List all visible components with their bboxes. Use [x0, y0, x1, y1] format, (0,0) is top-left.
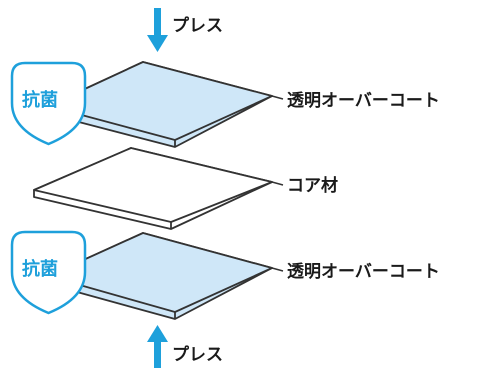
press-label-top: プレス	[172, 16, 223, 36]
antibacterial-shield-icon-top	[10, 61, 87, 146]
overcoat-label-top: 透明オーバーコート	[287, 91, 440, 111]
press-label-bottom: プレス	[172, 345, 223, 365]
press-arrow-bottom-icon	[147, 325, 168, 368]
antibacterial-badge-text-bottom: 抗菌	[22, 259, 58, 280]
overcoat-label-bottom: 透明オーバーコート	[287, 262, 440, 282]
antibacterial-shield-icon-bottom	[10, 230, 87, 315]
antibacterial-badge-text-top: 抗菌	[22, 90, 58, 111]
leader-line-top	[271, 95, 284, 100]
leader-line-core	[271, 181, 284, 186]
leader-line-bottom	[271, 267, 284, 272]
core-label: コア材	[287, 176, 338, 196]
press-arrow-top-icon	[147, 8, 168, 52]
core-layer	[33, 147, 273, 230]
